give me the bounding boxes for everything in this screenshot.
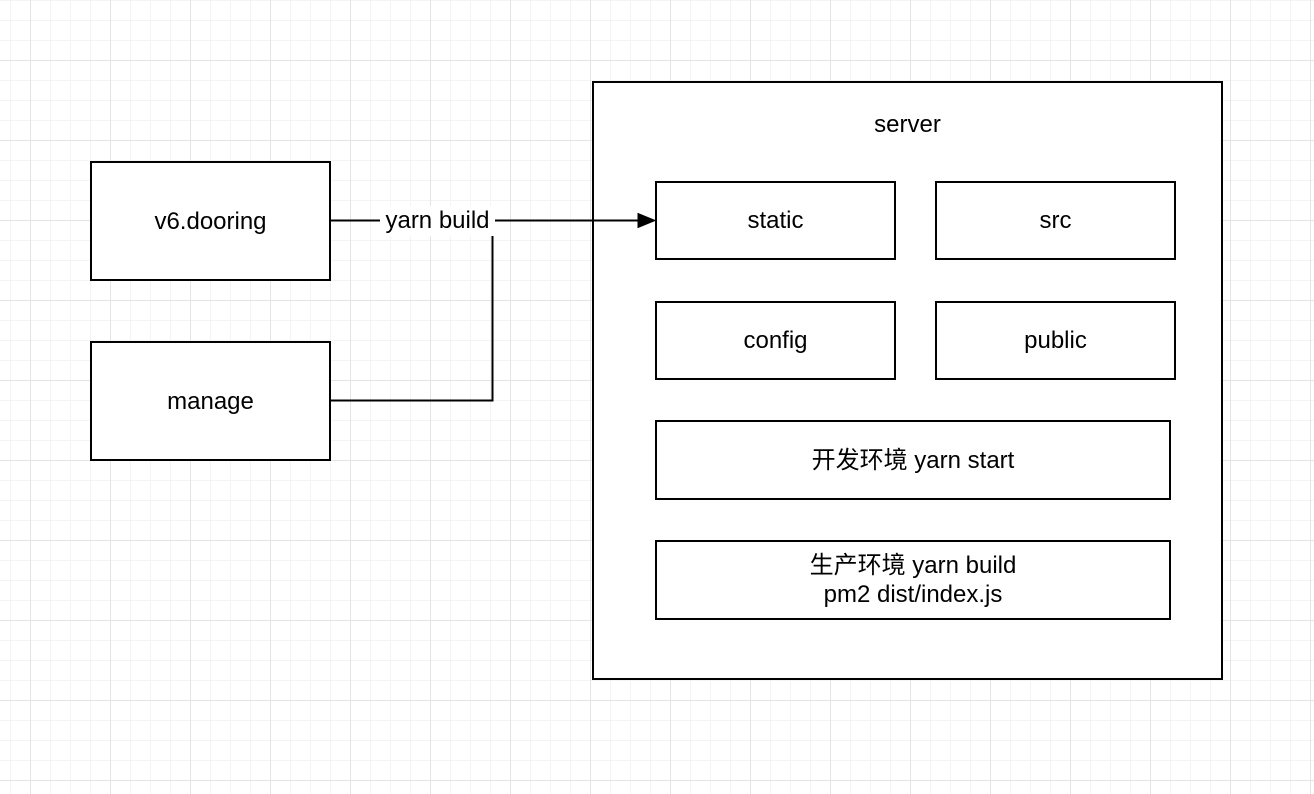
node-manage[interactable]: manage xyxy=(90,341,331,461)
node-src-label: src xyxy=(1039,207,1072,234)
node-prod-env-label-line2: pm2 dist/index.js xyxy=(823,581,1003,608)
node-v6-dooring-label: v6.dooring xyxy=(154,207,267,235)
node-src[interactable]: src xyxy=(935,181,1176,260)
node-public[interactable]: public xyxy=(935,301,1176,380)
node-prod-env-label-line1: 生产环境 yarn build xyxy=(809,552,1017,579)
node-dev-env-label: 开发环境 yarn start xyxy=(811,446,1015,474)
node-config-label: config xyxy=(743,327,808,354)
node-public-label: public xyxy=(1024,327,1087,354)
edge-label-yarn-build[interactable]: yarn build xyxy=(380,206,495,236)
node-config[interactable]: config xyxy=(655,301,896,380)
node-dev-env[interactable]: 开发环境 yarn start xyxy=(655,420,1171,500)
node-v6-dooring[interactable]: v6.dooring xyxy=(90,161,331,281)
node-manage-label: manage xyxy=(167,387,254,415)
edge-manage-to-static[interactable] xyxy=(331,220,494,402)
node-static-label: static xyxy=(747,207,804,234)
node-static[interactable]: static xyxy=(655,181,896,260)
node-server-label: server xyxy=(874,111,941,138)
node-prod-env[interactable]: 生产环境 yarn build pm2 dist/index.js xyxy=(655,540,1171,620)
